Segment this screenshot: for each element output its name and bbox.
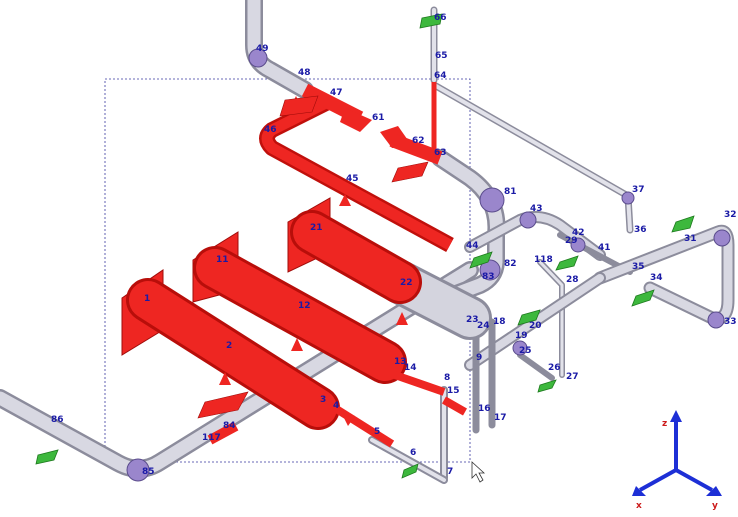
node-label: 11 xyxy=(216,255,229,265)
support-44 xyxy=(469,251,493,269)
support-6 xyxy=(401,463,419,479)
axis-x-line xyxy=(639,468,677,492)
node-label: 27 xyxy=(566,372,579,382)
axis-x-arrow xyxy=(632,486,646,496)
node-label: 14 xyxy=(404,363,417,373)
axis-y-line xyxy=(675,468,713,492)
node-label: 47 xyxy=(330,88,343,98)
node-label: 28 xyxy=(566,275,579,285)
mouse-cursor-icon xyxy=(471,461,486,483)
node-label: 42 xyxy=(572,228,585,238)
node-label: 81 xyxy=(504,187,517,197)
elbows xyxy=(126,48,731,482)
node-label: 85 xyxy=(142,467,155,477)
node-label: 26 xyxy=(548,363,561,373)
axis-y-label: y xyxy=(712,501,718,511)
support-26 xyxy=(537,379,557,393)
node-label: 3 xyxy=(320,395,326,405)
node-label: 35 xyxy=(632,262,645,272)
elbow-81 xyxy=(479,187,505,213)
node-label: 16 xyxy=(478,404,491,414)
elbow-37 xyxy=(621,191,635,205)
axis-z-arrow xyxy=(670,410,682,422)
node-label: 20 xyxy=(529,321,542,331)
node-label: 34 xyxy=(650,273,663,283)
node-label: 23 xyxy=(466,315,479,325)
node-label: 82 xyxy=(504,259,517,269)
node-label: 19 xyxy=(515,331,528,341)
node-label: 37 xyxy=(632,185,645,195)
elbow-29 xyxy=(570,237,586,253)
node-label: 66 xyxy=(434,13,447,23)
axis-triad: z x y xyxy=(632,410,722,511)
node-label: 61 xyxy=(372,113,385,123)
node-label: 43 xyxy=(530,204,543,214)
node-label: 86 xyxy=(51,415,64,425)
support-86 xyxy=(35,449,59,465)
elbow-82 xyxy=(479,259,501,281)
node-label: 48 xyxy=(298,68,311,78)
node-label: 84 xyxy=(223,421,236,431)
elbow-85 xyxy=(126,458,150,482)
node-label: 49 xyxy=(256,44,269,54)
node-label: 32 xyxy=(724,210,737,220)
node-label: 5 xyxy=(374,427,380,437)
node-label: 9 xyxy=(476,353,482,363)
axis-x-label: x xyxy=(636,501,642,511)
selected-components xyxy=(121,82,467,448)
node-label: 29 xyxy=(565,236,578,246)
node-label: 46 xyxy=(264,125,277,135)
elbow-33 xyxy=(707,311,725,329)
node-label: 83 xyxy=(482,272,495,282)
node-label: 117 xyxy=(202,433,221,443)
node-label: 17 xyxy=(494,413,507,423)
node-label: 12 xyxy=(298,301,311,311)
red-reducer-61 xyxy=(340,108,372,132)
node-label: 36 xyxy=(634,225,647,235)
support-29 xyxy=(555,255,579,271)
node-label: 6 xyxy=(410,448,416,458)
node-label: 31 xyxy=(684,234,697,244)
support-plates-red xyxy=(197,95,429,419)
axis-z-label: z xyxy=(662,419,667,429)
node-label: 15 xyxy=(447,386,460,396)
elbow-25 xyxy=(512,340,528,356)
red-pipe-4-5 xyxy=(327,401,395,448)
node-label: 2 xyxy=(226,341,232,351)
node-label: 22 xyxy=(400,278,413,288)
support-66 xyxy=(419,13,443,29)
node-label: 62 xyxy=(412,136,425,146)
node-label: 25 xyxy=(519,346,532,356)
node-label: 8 xyxy=(444,373,450,383)
node-label: 63 xyxy=(434,148,447,158)
node-label: 33 xyxy=(724,317,737,327)
node-label: 45 xyxy=(346,174,359,184)
pipe-supports xyxy=(35,13,695,479)
node-label: 4 xyxy=(333,401,339,411)
support-34 xyxy=(631,289,655,307)
axis-y-arrow xyxy=(706,486,722,496)
node-label: 1 xyxy=(144,294,150,304)
node-label: 24 xyxy=(477,321,490,331)
node-label: 18 xyxy=(493,317,506,327)
red-pipe-84 xyxy=(207,421,239,445)
node-label: 21 xyxy=(310,223,323,233)
support-31 xyxy=(671,215,695,233)
node-label: 7 xyxy=(447,467,453,477)
node-label: 65 xyxy=(435,51,448,61)
node-label: 44 xyxy=(466,241,479,251)
node-labels: 1 2 3 4 5 6 7 8 9 11 12 13 14 15 16 17 1… xyxy=(51,13,737,477)
node-label: 64 xyxy=(434,71,447,81)
red-pipe-14-15 xyxy=(393,371,446,396)
elbow-43 xyxy=(519,211,537,229)
node-label: 41 xyxy=(598,243,611,253)
support-20 xyxy=(517,309,541,326)
node-label: 13 xyxy=(394,357,407,367)
elbow-49 xyxy=(248,48,268,68)
elbow-32 xyxy=(713,229,731,247)
pipe-25-26 xyxy=(517,352,555,381)
node-label: 118 xyxy=(534,255,553,265)
